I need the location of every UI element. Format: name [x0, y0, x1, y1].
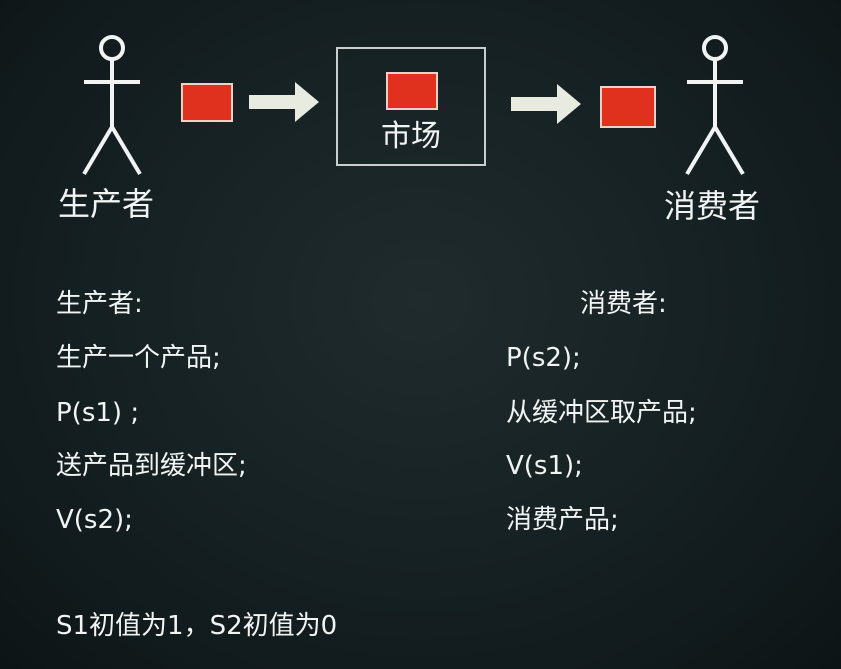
initial-values-note: S1初值为1，S2初值为0 — [56, 611, 338, 641]
market-box — [336, 47, 486, 166]
product-block-market — [386, 72, 438, 110]
consumer-code-line-3: V(s1); — [506, 451, 583, 481]
producer-figure-icon — [82, 35, 142, 176]
consumer-figure-icon — [685, 35, 745, 176]
arrow-right-icon — [249, 82, 319, 122]
consumer-code-title: 消费者: — [580, 289, 667, 319]
consumer-code-line-2: 从缓冲区取产品; — [506, 398, 697, 428]
producer-figure-label: 生产者 — [58, 185, 155, 223]
market-label: 市场 — [381, 119, 441, 154]
consumer-code-line-1: P(s2); — [506, 343, 581, 373]
producer-code-line-3: 送产品到缓冲区; — [56, 451, 247, 481]
producer-code-title: 生产者: — [56, 289, 143, 319]
arrow-right-icon — [511, 84, 581, 124]
consumer-figure-label: 消费者 — [664, 187, 761, 225]
product-block-consumer — [600, 86, 656, 128]
producer-code-line-2: P(s1) ; — [56, 398, 140, 428]
consumer-code-line-4: 消费产品; — [506, 505, 619, 535]
product-block-producer — [181, 83, 233, 122]
producer-code-line-1: 生产一个产品; — [56, 343, 221, 373]
producer-code-line-4: V(s2); — [56, 505, 133, 535]
